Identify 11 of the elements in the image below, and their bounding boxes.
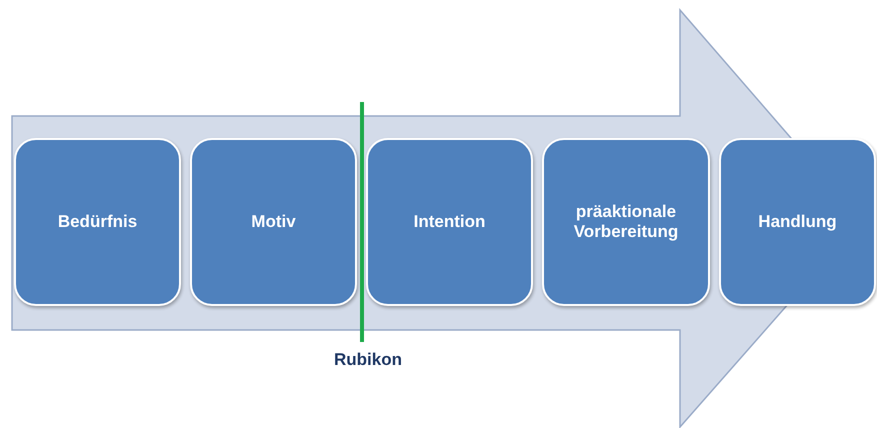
box-label: präaktionale Vorbereitung bbox=[572, 202, 680, 242]
process-box bbox=[719, 138, 876, 306]
process-box bbox=[14, 138, 181, 306]
process-box bbox=[366, 138, 533, 306]
box-label: Intention bbox=[414, 212, 486, 232]
box-label: Handlung bbox=[758, 212, 837, 232]
box-label: Motiv bbox=[251, 212, 296, 232]
boundary-label: Rubikon bbox=[334, 350, 402, 370]
process-box bbox=[190, 138, 357, 306]
process-box bbox=[542, 138, 710, 306]
box-label: Bedürfnis bbox=[58, 212, 138, 232]
